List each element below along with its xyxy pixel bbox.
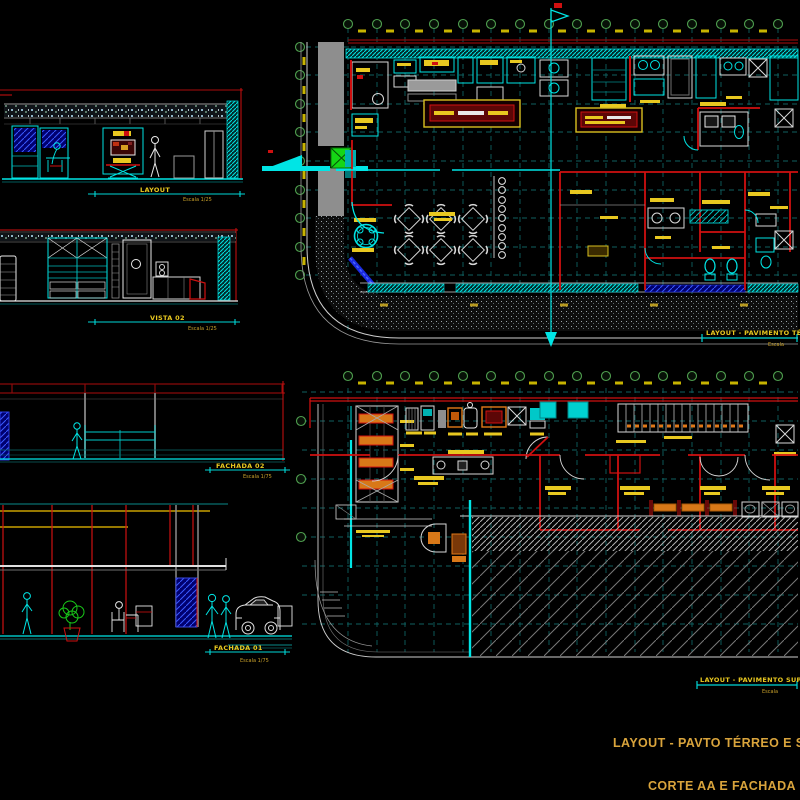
caption-layout: LAYOUT Escala 1/25 — [88, 186, 245, 203]
plan-ground-scale: Escala — [768, 342, 784, 348]
lockers — [525, 403, 796, 460]
front-wall-hatch — [345, 48, 799, 59]
section-cut-line — [545, 3, 570, 347]
void-hatch — [460, 500, 798, 657]
caption-fachada01-scale: Escala 1/75 — [240, 658, 269, 664]
dimension-marks — [302, 29, 767, 265]
person-figure — [149, 130, 224, 179]
restrooms — [559, 107, 798, 290]
caption-vista-title: VISTA 02 — [150, 314, 185, 322]
caption-layout-scale: Escala 1/25 — [183, 197, 212, 203]
person-figure — [71, 422, 83, 460]
kitchen-fixtures — [350, 55, 799, 206]
plan-upper-caption: LAYOUT - PAVIMENTO SUPERIOR Escala — [696, 676, 800, 695]
elevation-fachada01: FACHADA 01 Escala 1/75 — [0, 503, 293, 664]
seated-person — [111, 601, 139, 632]
plan-upper-title: LAYOUT - PAVIMENTO SUPERIOR — [700, 676, 800, 684]
elevation-vista: VISTA 02 Escala 1/25 — [0, 228, 240, 332]
meeting-desk — [414, 450, 494, 485]
sidewalk — [300, 42, 798, 345]
plant — [58, 600, 85, 642]
plan-ground-title: LAYOUT - PAVIMENTO TÉRREO — [706, 328, 800, 337]
furniture — [11, 125, 70, 179]
structure — [0, 228, 238, 305]
tv-unit — [102, 127, 144, 179]
building-outline — [309, 397, 798, 658]
street-furniture — [135, 577, 293, 628]
plan-ground-caption: LAYOUT - PAVIMENTO TÉRREO Escala — [701, 328, 800, 348]
caption-fachada01-title: FACHADA 01 — [214, 644, 263, 652]
structure — [0, 88, 243, 183]
caption-fachada01: FACHADA 01 Escala 1/75 — [205, 644, 290, 664]
grid-bubbles — [294, 18, 784, 281]
caption-fachada02-scale: Escala 1/75 — [243, 474, 272, 480]
plan-ground-floor: LAYOUT - PAVIMENTO TÉRREO Escala — [262, 3, 800, 348]
property-line — [348, 39, 798, 44]
car — [235, 596, 281, 635]
grid-lines — [306, 28, 798, 332]
storefront-glazing — [360, 282, 799, 293]
storage-rack — [349, 405, 414, 568]
elevation-layout: LAYOUT Escala 1/25 — [0, 88, 245, 203]
equipment-row — [405, 401, 589, 436]
cabinetry — [0, 237, 206, 302]
entry-column — [330, 147, 356, 178]
caption-vista-scale: Escala 1/25 — [188, 326, 217, 332]
caption-layout-title: LAYOUT — [140, 186, 170, 194]
caption-fachada02: FACHADA 02 Escala 1/75 — [205, 462, 290, 480]
plan-upper-scale: Escala — [762, 689, 778, 695]
laundry — [335, 504, 467, 562]
sheet-title-layout: LAYOUT - PAVTO TÉRREO E SU — [613, 736, 800, 750]
structure — [0, 381, 285, 463]
caption-vista: VISTA 02 Escala 1/25 — [88, 314, 240, 332]
sheet-title-corte: CORTE AA E FACHADA — [648, 779, 796, 793]
plan-upper-floor: LAYOUT - PAVIMENTO SUPERIOR Escala — [295, 370, 800, 695]
menu-boards — [423, 99, 643, 133]
dining-area — [345, 169, 560, 288]
caption-fachada02-title: FACHADA 02 — [216, 462, 265, 470]
elevation-fachada02: FACHADA 02 Escala 1/75 — [0, 381, 290, 480]
pedestrians — [21, 592, 232, 639]
rooms — [310, 440, 798, 531]
